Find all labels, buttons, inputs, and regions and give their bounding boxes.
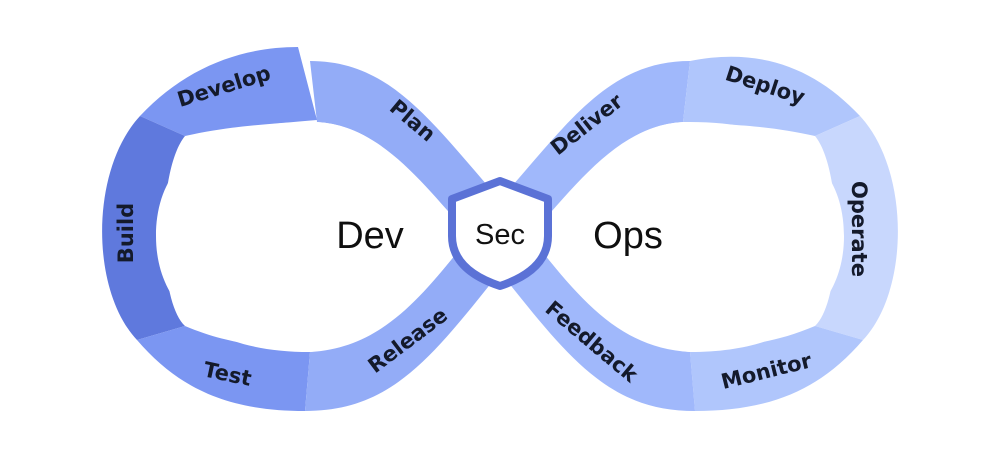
segment-develop bbox=[140, 47, 317, 136]
segment-release bbox=[305, 236, 500, 411]
segment-build bbox=[102, 116, 185, 340]
segment-deploy bbox=[683, 56, 860, 136]
center-label-ops: Ops bbox=[593, 215, 663, 257]
stage-label-build: Build bbox=[114, 203, 138, 263]
segment-operate bbox=[815, 116, 898, 340]
stage-label-operate: Operate bbox=[847, 181, 871, 277]
center-label-dev: Dev bbox=[336, 215, 404, 257]
shield-icon bbox=[448, 177, 552, 290]
center-label-sec: Sec bbox=[475, 219, 525, 251]
segment-deliver bbox=[500, 61, 690, 236]
segment-plan bbox=[310, 61, 500, 236]
right-loop-hole bbox=[530, 121, 844, 353]
left-loop-hole bbox=[156, 121, 470, 353]
segment-feedback bbox=[500, 236, 695, 411]
